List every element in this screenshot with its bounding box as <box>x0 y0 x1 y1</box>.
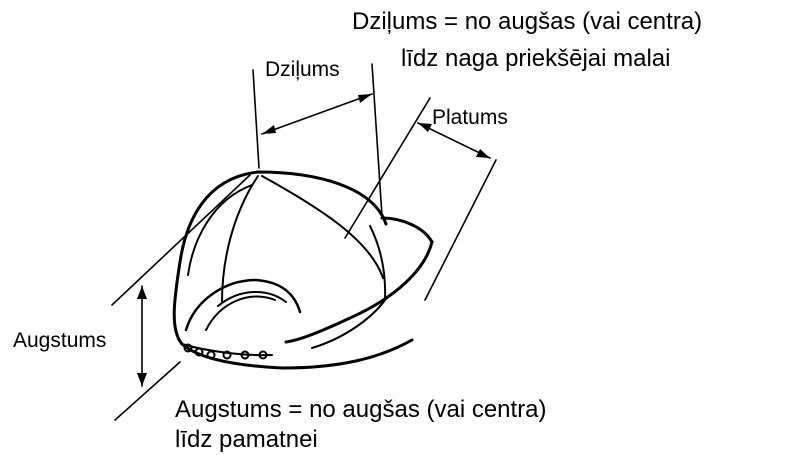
cap-strap-line <box>217 290 287 307</box>
depth-definition-line-2: līdz naga priekšējai malai <box>401 45 671 72</box>
width-label: Platums <box>432 106 508 129</box>
depth-dimension <box>252 63 383 217</box>
cap-back-opening <box>184 278 302 332</box>
cap-visor-top <box>380 216 434 244</box>
height-extension-line-bottom <box>114 361 181 421</box>
cap-visor-underside <box>311 299 386 349</box>
width-arrowhead-left <box>418 123 432 132</box>
depth-arrowhead-right <box>358 94 372 103</box>
height-label: Augstums <box>13 329 107 352</box>
height-dimension <box>111 174 251 421</box>
cap-back-opening-inner <box>205 295 276 331</box>
width-arrow-line <box>417 122 491 159</box>
cap-visor-edge <box>284 240 434 344</box>
snap-hole <box>222 350 232 360</box>
height-definition-line-2: līdz pamatnei <box>175 426 318 453</box>
snap-hole <box>240 350 250 360</box>
depth-definition-line-1: Dziļums = no augšas (vai centra) <box>352 8 703 35</box>
cap-crown-outline <box>172 170 414 370</box>
baseball-cap-illustration <box>172 170 434 370</box>
height-extension-line-top <box>111 174 251 306</box>
snap-hole <box>258 350 268 360</box>
height-definition-line-1: Augstums = no augšas (vai centra) <box>175 396 547 423</box>
depth-arrow-line <box>261 93 373 135</box>
depth-label: Dziļums <box>265 58 340 81</box>
height-arrowhead-bottom <box>137 373 147 386</box>
width-extension-line-right <box>424 159 497 301</box>
depth-extension-line-right <box>371 63 383 217</box>
depth-arrowhead-left <box>262 125 276 134</box>
cap-seam-front-right <box>261 175 384 279</box>
depth-extension-line-left <box>252 69 260 169</box>
width-dimension <box>344 97 497 301</box>
snap-hole <box>183 343 193 353</box>
snap-holes <box>183 343 268 360</box>
cap-seam-center <box>221 175 259 303</box>
width-extension-line-left <box>344 97 431 239</box>
snap-hole <box>206 350 216 360</box>
width-arrowhead-right <box>476 149 490 158</box>
cap-front-edge <box>369 225 387 301</box>
height-arrowhead-top <box>137 286 147 299</box>
cap-crown-inner-edge <box>187 184 253 276</box>
snap-hole <box>194 347 204 357</box>
